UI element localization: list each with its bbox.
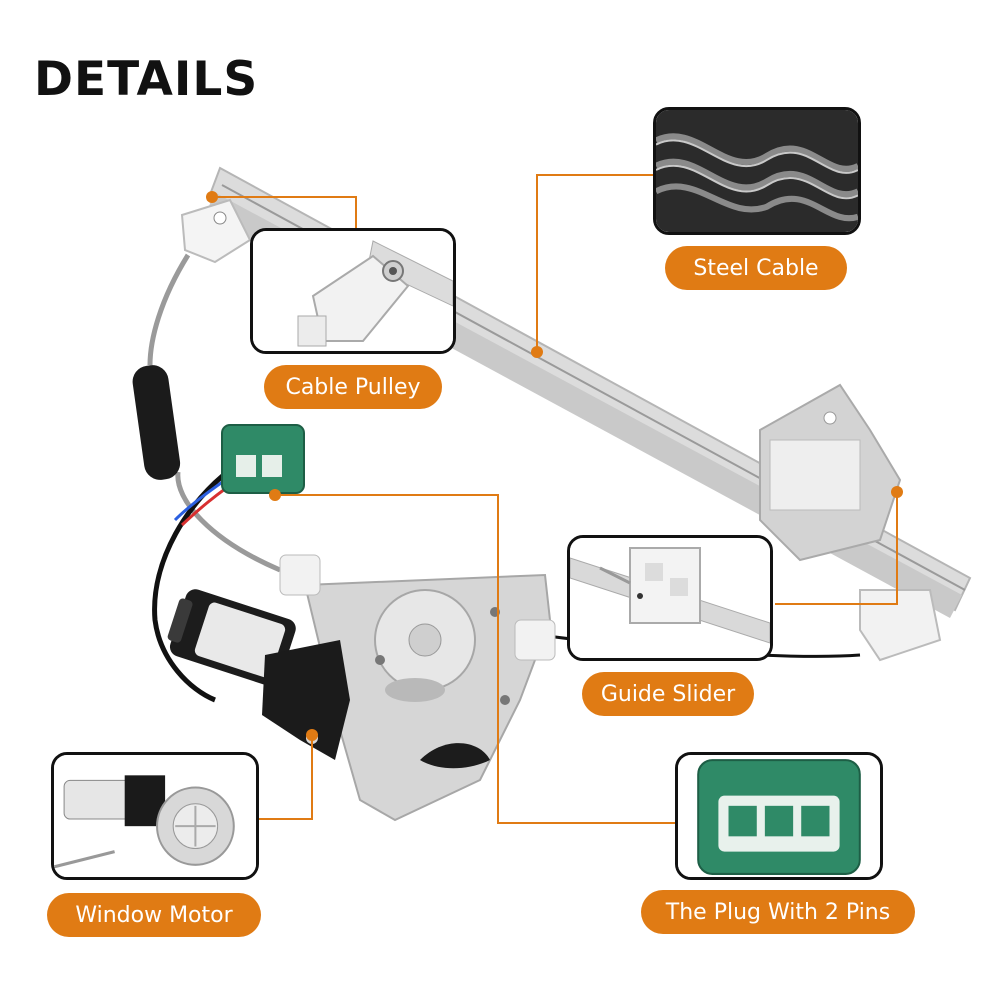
- steel-cable-label: Steel Cable: [665, 246, 847, 290]
- cable-pulley-inset: [250, 228, 456, 354]
- top-pulley: [180, 198, 252, 264]
- cable-pulley-label: Cable Pulley: [264, 365, 442, 409]
- guide-slider-inset: [567, 535, 773, 661]
- window-motor-inset: [51, 752, 259, 880]
- window-motor-label: Window Motor: [47, 893, 261, 937]
- plug-label: The Plug With 2 Pins: [641, 890, 915, 934]
- window-motor: [167, 589, 296, 687]
- callout-leaders: [212, 174, 898, 824]
- steel-cable-inset: [653, 107, 861, 235]
- callout-dots: [206, 191, 903, 741]
- steel-cable: [147, 253, 191, 366]
- guide-slider-label: Guide Slider: [582, 672, 754, 716]
- plug-inset: [675, 752, 883, 880]
- page-heading: DETAILS: [34, 52, 259, 107]
- motor-housing: [262, 640, 350, 760]
- foam-sleeve: [132, 365, 181, 480]
